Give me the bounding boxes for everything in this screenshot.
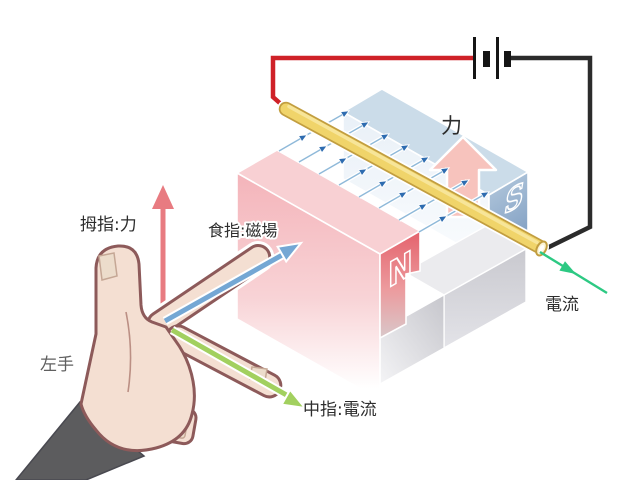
conductor-rod (277, 100, 549, 257)
field-line (378, 169, 447, 209)
middle-arrow-icon (169, 326, 308, 410)
thumb-rule-label: 拇指:力 (80, 215, 137, 235)
field-line (358, 158, 427, 198)
rule-labels: 拇指:力 食指:磁場 中指:電流 左手 (38, 213, 379, 422)
battery-icon (473, 37, 511, 79)
current-arrow-icon (539, 250, 608, 295)
field-lines (278, 112, 487, 234)
index-arrow-icon (162, 241, 304, 325)
force-label: 力 (441, 114, 462, 138)
middle-arrow-head (280, 388, 308, 410)
current-label: 電流 (545, 295, 579, 315)
field-line (398, 181, 467, 221)
field-line (338, 146, 407, 186)
index-arrow-head (276, 241, 304, 264)
palm-crease (125, 311, 132, 393)
rod-end-opening (535, 240, 548, 257)
middle-rule-label: 中指:電流 (303, 400, 377, 420)
index-arrow-line (163, 251, 286, 324)
middle-arrow-line (170, 327, 292, 400)
left-hand-label: 左手 (40, 355, 74, 375)
thumbnail (98, 252, 118, 281)
field-line (278, 112, 347, 152)
current-arrow-head (559, 261, 576, 274)
rod-highlight (287, 104, 539, 245)
field-line (298, 123, 367, 163)
thumb-arrow-head (152, 185, 174, 209)
rod-body (280, 103, 546, 253)
magnet-yoke (379, 225, 528, 386)
field-line (318, 135, 387, 175)
positive-wire (270, 55, 474, 107)
south-pole-label: S (505, 176, 524, 222)
index-rule-label: 食指:磁場 (208, 221, 277, 240)
negative-wire (511, 55, 593, 251)
circuit (270, 37, 593, 251)
palm-and-thumb (79, 244, 196, 453)
